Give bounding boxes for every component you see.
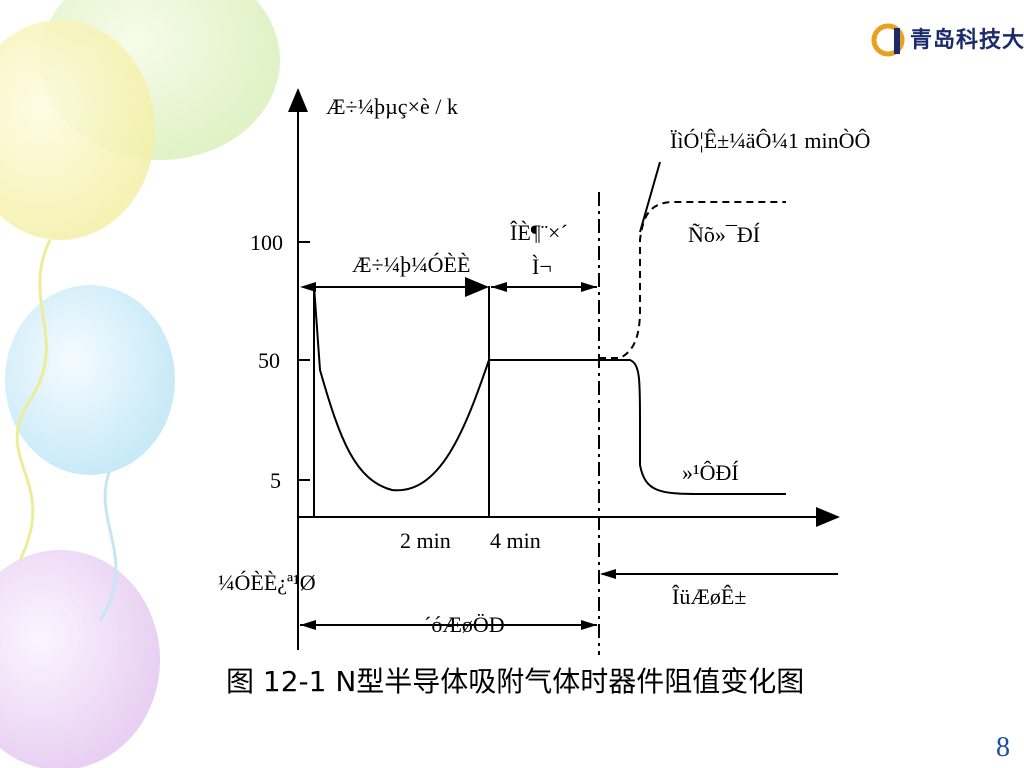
y-axis-label: Æ÷¼þµç×è / k [326,94,458,119]
response-time-label: ÏìÓ¦Ê±¼äÔ¼1 minÒÔ [670,128,871,153]
balloon-blue [5,285,175,475]
stable-state-label-2: Ì¬ [532,254,552,279]
reducing-type-label: »¹Ô­ÐÍ [682,460,739,485]
heating-switch-label: ¼ÓÈÈ¿ª¹Ø [218,570,316,595]
y-tick-label-50: 50 [258,348,280,373]
x-tick-label-2min: 2 min [400,528,451,553]
balloon-string [98,469,118,621]
page-number: 8 [996,732,1010,763]
in-gas-label: ÎüÆøÊ± [672,584,747,609]
oxidizing-type-label: Ñõ»¯ÐÍ [688,222,761,247]
resistance-curve [313,285,786,495]
y-tick-label-5: 5 [270,468,281,493]
university-logo [871,23,905,57]
heating-time-label: Æ÷¼þ¼ÓÈÈ [352,252,471,277]
figure-caption: 图 12-1 N型半导体吸附气体时器件阻值变化图 [226,665,805,698]
balloon-string [15,239,52,561]
balloon-yellow [0,20,155,240]
balloon-purple [0,550,160,768]
y-tick-label-100: 100 [250,230,283,255]
stable-state-label: ÎÈ¶¨×´ [510,220,568,245]
x-tick-label-4min: 4 min [490,528,541,553]
in-air-label: ´óÆøÖÐ [424,612,505,637]
response-time-leader [639,161,661,233]
university-name: 青岛科技大学 [910,27,1024,53]
oxidizing-curve [599,201,786,359]
